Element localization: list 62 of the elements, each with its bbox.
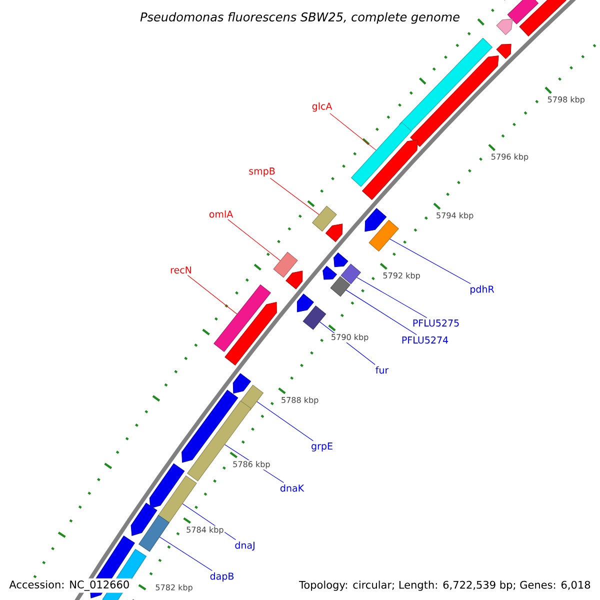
gene-label: glcA — [312, 102, 332, 112]
gene-label: grpE — [312, 442, 332, 452]
leader-line — [159, 536, 212, 572]
tick-label: 5786 kbp — [232, 460, 272, 470]
gene-bar — [312, 206, 337, 232]
tick-label: 5796 kbp — [490, 152, 530, 162]
gene-bar — [334, 252, 348, 268]
tick-label: 5788 kbp — [280, 396, 320, 406]
leader-line — [330, 113, 376, 150]
leader-line — [187, 274, 238, 314]
gene-bar — [364, 208, 387, 232]
gene-label: smpB — [249, 168, 275, 176]
gene-bar — [519, 0, 568, 36]
leader-line — [346, 290, 417, 336]
tick-label: 5798 kbp — [546, 96, 586, 105]
gene-bar — [496, 18, 513, 36]
gene-bar — [157, 476, 197, 524]
gene-bar — [368, 220, 399, 252]
gene-bar — [224, 302, 277, 366]
gene-bar — [351, 122, 412, 187]
title: Pseudomonas fluorescens SBW25, complete genome — [140, 12, 460, 24]
tick-label: 5792 kbp — [382, 272, 422, 281]
gene-label: dnaJ — [235, 541, 254, 551]
gene-bar — [273, 252, 298, 278]
gene-label: dnaK — [280, 484, 304, 492]
gene-bar — [330, 276, 350, 297]
gene-bar — [302, 306, 326, 330]
gene-bar — [322, 266, 337, 280]
gene-bar — [296, 294, 314, 312]
gene-bar — [187, 400, 252, 482]
gene-bar — [232, 373, 251, 394]
leader-line — [228, 219, 280, 261]
gene-bar — [138, 515, 170, 552]
leader-line — [270, 178, 320, 215]
gene-bar — [325, 224, 343, 242]
accession-text: Accession: NC_012660 — [7, 578, 132, 593]
leader-line — [256, 401, 314, 442]
genome-info-text: Topology: circular; Length: 6,722,539 bp; Genes: 6,018 — [297, 578, 593, 593]
gene-bar — [496, 44, 512, 59]
gene-label: omlA — [209, 210, 234, 218]
gene-bar — [130, 502, 158, 536]
gene-label: PFLU5275 — [413, 319, 459, 327]
tick-label: 5790 kbp — [330, 333, 370, 342]
gene-bar — [340, 264, 361, 284]
gene-bar — [362, 140, 418, 200]
gene-bar — [239, 384, 264, 411]
tick-label: 5784 kbp — [185, 526, 225, 536]
gene-label: PFLU5274 — [402, 336, 448, 344]
tick-label: 5782 kbp — [154, 583, 194, 593]
tick-label: 5794 kbp — [435, 211, 474, 221]
gene-label: fur — [376, 366, 389, 374]
gene-bar — [507, 0, 538, 24]
gene-label: recN — [170, 266, 192, 274]
gene-bar — [149, 463, 185, 509]
leader-line — [390, 238, 471, 284]
gene-bar — [410, 55, 499, 147]
gene-label: dapB — [210, 572, 234, 582]
gene-bar — [214, 284, 271, 352]
gene-label: pdhR — [470, 285, 494, 295]
gene-bar — [182, 390, 238, 463]
gene-bar — [286, 270, 303, 290]
leader-line — [356, 277, 428, 318]
